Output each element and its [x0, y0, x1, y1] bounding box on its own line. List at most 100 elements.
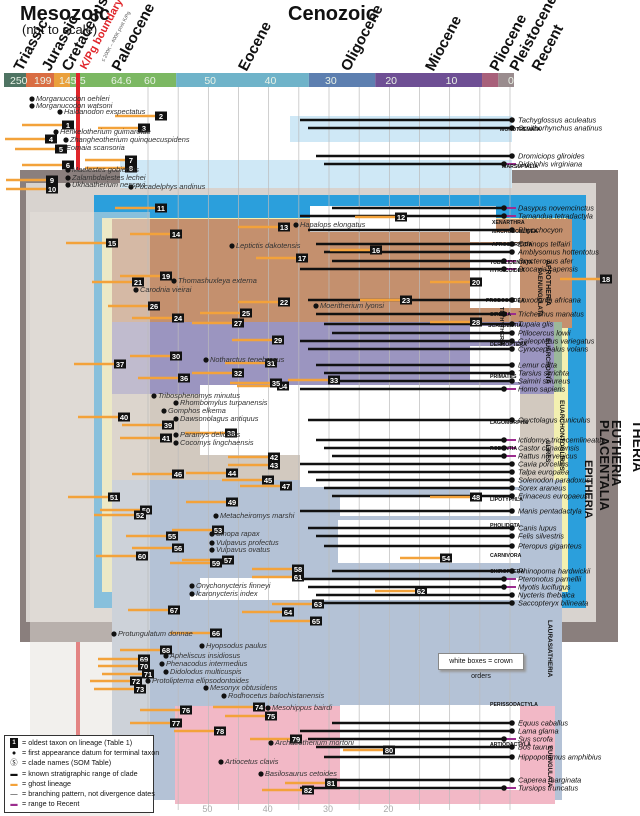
terminal-taxon-label: Sus scrofa	[518, 735, 553, 744]
fossil-dot	[173, 432, 179, 438]
period-segment-miocene	[375, 73, 483, 87]
lineage-number: 41	[162, 434, 170, 443]
fossil-taxon-label: Maelestes gobiensis	[72, 165, 139, 174]
terminal-taxon-label: Dasypus novemcinctus	[518, 204, 594, 213]
lineage-number: 45	[264, 476, 272, 485]
lineage-number-box	[277, 381, 289, 391]
lineage-number-box	[600, 274, 612, 284]
fossil-taxon-label: Rodhocetus balochistanensis	[228, 691, 324, 700]
terminal-taxon-label: Erinaceus europaeus	[518, 492, 588, 501]
fad-dot	[509, 362, 515, 368]
lineage-number: 28	[472, 318, 480, 327]
legend-item-clade-names: Ⓢ= clade names (SOM Table)	[8, 758, 150, 768]
dot-icon: ●	[11, 748, 17, 758]
fossil-taxon-label: Didolodus multicuspis	[170, 667, 242, 676]
crown-order-box	[300, 453, 520, 487]
fossil-taxon-label: Morganucodon oehleri	[36, 94, 110, 103]
lineage-number: 61	[294, 573, 302, 582]
fad-dot	[509, 543, 515, 549]
orange-line-icon: ▬	[10, 778, 18, 788]
terminal-taxon-label: Tursiops truncatus	[518, 784, 579, 793]
terminal-taxon-label: Saimiri sciureus	[518, 377, 570, 386]
lineage-number-box	[155, 203, 167, 213]
fad-dot	[501, 266, 507, 272]
order-label: MACROSCELIDEA	[492, 229, 538, 235]
clade-label-glires: GLIRES	[544, 440, 550, 462]
terminal-taxon-label: Echinops telfairi	[518, 240, 571, 249]
purple-line-icon: ▬	[10, 799, 18, 809]
lineage-number: 64	[284, 608, 293, 617]
terminal-taxon-label: Caperea marginata	[518, 776, 581, 785]
order-label: XENARTHRA	[492, 220, 525, 226]
lineage-number-box	[46, 184, 58, 194]
terminal-taxon-label: Canis lupus	[518, 524, 557, 533]
lineage-number-box	[62, 120, 74, 130]
lineage-number: 37	[116, 360, 124, 369]
legend-text: = range to Recent	[22, 799, 80, 809]
fossil-taxon-label: Sinopa rapax	[216, 529, 260, 538]
lineage-number-box	[212, 525, 224, 535]
lineage-number-box	[172, 543, 184, 553]
fossil-taxon-label: Mesonyx obtusidens	[210, 683, 278, 692]
lineage-number-box	[278, 297, 290, 307]
fossil-dot	[128, 184, 134, 190]
lineage-number-box	[240, 308, 252, 318]
order-label: DERMOPTERA	[490, 342, 527, 348]
fad-dot	[509, 241, 515, 247]
fossil-dot	[293, 222, 299, 228]
lineage-number: 32	[234, 369, 242, 378]
fossil-dot	[29, 103, 35, 109]
lineage-number-box	[130, 676, 142, 686]
fossil-taxon-label: Dawsonolagus antiquus	[180, 414, 259, 423]
lineage-number-box	[140, 505, 152, 515]
fad-dot	[509, 370, 515, 376]
tick-label: 0	[508, 75, 514, 87]
period-segment-pliocene	[482, 73, 499, 87]
fad-dot	[509, 493, 515, 499]
lineage-number: 59	[212, 559, 220, 568]
numbered-box-icon: 1	[10, 738, 18, 749]
terminal-taxon-label: Solenodon paradoxus	[518, 476, 590, 485]
lineage-number: 3	[142, 124, 146, 133]
lineage-number: 2	[159, 112, 163, 121]
fossil-taxon-label: Haldanodon exspectatus	[64, 107, 146, 116]
clade-label-theria: THERIA	[630, 420, 640, 472]
era-mesozoic: Mesozoic	[20, 3, 110, 25]
legend-text: = branching pattern, not divergence date…	[22, 789, 155, 799]
lineage-number-box	[106, 238, 118, 248]
fossil-taxon-label: Apheliscus insidiosus	[169, 651, 241, 660]
lineage-number: 27	[234, 319, 242, 328]
fossil-dot	[189, 583, 195, 589]
lineage-number-box	[166, 531, 178, 541]
lineage-number: 7	[129, 156, 133, 165]
order-label: CARNIVORA	[490, 553, 522, 559]
terminal-taxon-label: Tachyglossus aculeatus	[518, 116, 597, 125]
lineage-number-box	[262, 475, 274, 485]
era-mesozoic-note: (not to scale)	[22, 22, 97, 37]
fossil-taxon-label: Tribosphenomys minutus	[158, 391, 240, 400]
fad-dot	[501, 205, 507, 211]
lineage-number: 43	[270, 461, 278, 470]
lineage-number-box	[134, 510, 146, 520]
crown-order-box	[470, 232, 520, 242]
terminal-taxon-label: Tarsius syrichta	[518, 369, 569, 378]
fossil-dot	[163, 653, 169, 659]
fossil-dot	[199, 643, 205, 649]
lineage-number-box	[132, 277, 144, 287]
lineage-number: 60	[138, 552, 146, 561]
lineage-number: 79	[292, 735, 300, 744]
period-segment-cretaceous	[54, 73, 70, 87]
fad-dot	[501, 736, 507, 742]
order-label: SIRENIA	[490, 312, 511, 318]
lineage-number-box	[222, 555, 234, 565]
terminal-taxon-label: Felis silvestris	[518, 532, 564, 541]
terminal-taxon-label: Equus caballus	[518, 719, 568, 728]
lineage-number: 5	[59, 145, 63, 154]
lineage-number-box	[290, 734, 302, 744]
lineage-number-box	[210, 628, 222, 638]
lineage-number-box	[138, 654, 150, 664]
order-label: PERISSODACTYLA	[490, 702, 538, 708]
lineage-number: 1	[66, 121, 70, 130]
lineage-number: 13	[280, 223, 288, 232]
